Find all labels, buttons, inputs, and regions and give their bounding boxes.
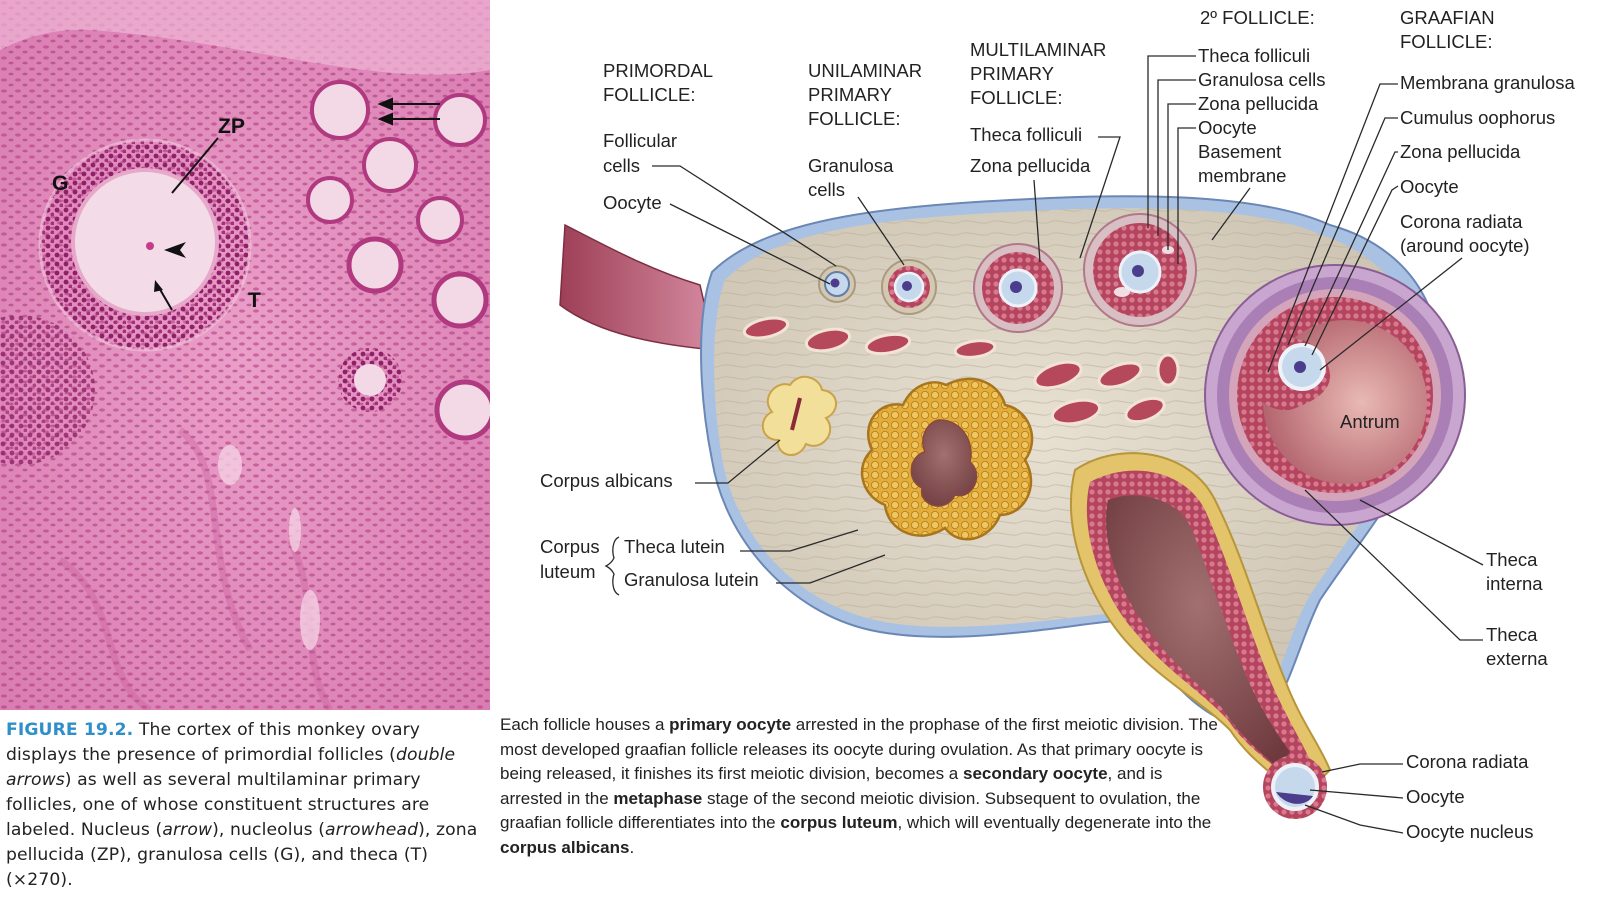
svg-text:Theca: Theca <box>1486 624 1538 645</box>
desc-text-2: arrested in the prophase of the first me… <box>500 715 1218 784</box>
svg-text:FOLLICLE:: FOLLICLE: <box>808 108 901 129</box>
figure-number: FIGURE 19.2. <box>6 720 134 740</box>
corpus-luteum <box>860 377 1034 541</box>
follicle-headings: PRIMORDAL FOLLICLE: UNILAMINAR PRIMARY F… <box>603 7 1495 129</box>
svg-text:2º FOLLICLE:: 2º FOLLICLE: <box>1200 7 1315 28</box>
nucleolus <box>146 242 154 250</box>
ovulating-follicle <box>1070 452 1332 819</box>
svg-text:Oocyte: Oocyte <box>1406 786 1465 807</box>
primordial-follicle <box>818 265 856 303</box>
unilaminar-follicle <box>881 259 937 315</box>
secondary-follicle <box>1083 213 1197 327</box>
svg-text:Zona pellucida: Zona pellucida <box>1198 93 1319 114</box>
caption-text-1: The cortex of this monkey ovary displays… <box>6 720 421 765</box>
multilaminar-follicle <box>973 243 1063 333</box>
svg-text:Granulosa cells: Granulosa cells <box>1198 69 1326 90</box>
theca-label: T <box>248 289 261 312</box>
desc-text-4: stage of the second meiotic division. Su… <box>500 788 1201 833</box>
svg-text:FOLLICLE:: FOLLICLE: <box>970 87 1063 108</box>
secondary-labels: Theca folliculi Granulosa cells Zona pel… <box>1147 45 1326 264</box>
double-arrows <box>377 97 440 126</box>
svg-text:PRIMARY: PRIMARY <box>808 84 892 105</box>
svg-text:Follicular: Follicular <box>603 130 677 151</box>
svg-text:Corpus: Corpus <box>540 536 600 557</box>
desc-text-1: Each follicle houses a <box>500 715 670 734</box>
svg-text:interna: interna <box>1486 573 1543 594</box>
svg-text:GRAAFIAN: GRAAFIAN <box>1400 7 1495 28</box>
desc-text-3: , and is arrested in the <box>500 764 1163 808</box>
antrum-label: Antrum <box>1340 411 1400 432</box>
figure-caption: FIGURE 19.2. The cortex of this monkey o… <box>6 718 480 893</box>
caption-text-4: ), zona pellucida (ZP), granulosa cells … <box>6 820 478 890</box>
desc-bold-2: secondary oocyte <box>962 764 1108 784</box>
unilaminar-labels: Granulosa cells <box>808 155 905 266</box>
desc-bold-3: metaphase <box>613 788 703 808</box>
theca-labels: Theca interna Theca externa <box>1304 489 1548 669</box>
svg-text:Basement: Basement <box>1198 141 1281 162</box>
svg-text:Theca lutein: Theca lutein <box>624 536 725 557</box>
svg-text:Zona pellucida: Zona pellucida <box>1400 141 1521 162</box>
svg-text:Oocyte nucleus: Oocyte nucleus <box>1406 821 1534 842</box>
graafian-labels: Membrana granulosa Cumulus oophorus Zona… <box>1267 72 1576 432</box>
zona-pellucida-label: ZP <box>218 115 245 138</box>
desc-bold-4: corpus luteum <box>780 813 898 833</box>
svg-text:PRIMORDAL: PRIMORDAL <box>603 60 713 81</box>
corpus-albicans <box>762 375 837 456</box>
primordial-follicles <box>306 80 490 441</box>
multilaminar-follicle <box>38 138 252 352</box>
svg-text:Zona pellucida: Zona pellucida <box>970 155 1091 176</box>
svg-text:UNILAMINAR: UNILAMINAR <box>808 60 922 81</box>
caption-text-2: ) as well as several multilaminar primar… <box>6 770 430 840</box>
blood-vessels <box>742 316 1180 426</box>
svg-text:Cumulus oophorus: Cumulus oophorus <box>1400 107 1555 128</box>
nucleus-arrow <box>154 280 173 311</box>
diagram-description: Each follicle houses a primary oocyte ar… <box>500 713 1220 861</box>
desc-text-5: , which will eventually degenerate into … <box>897 813 1212 833</box>
primordial-labels: Follicular cells Oocyte <box>603 130 837 285</box>
svg-text:Theca: Theca <box>1486 549 1538 570</box>
svg-text:Membrana granulosa: Membrana granulosa <box>1400 72 1576 93</box>
svg-text:PRIMARY: PRIMARY <box>970 63 1054 84</box>
ovulation-labels: Corona radiata Oocyte Oocyte nucleus <box>1304 751 1534 842</box>
graafian-follicle <box>1204 264 1466 526</box>
mesovarium <box>559 223 716 351</box>
caption-text-3: ), nucleolus ( <box>212 820 326 840</box>
svg-text:Oocyte: Oocyte <box>1198 117 1257 138</box>
nucleolus-arrowhead <box>164 242 186 258</box>
caption-emph-3: arrowhead <box>325 820 419 840</box>
caption-emph-2: arrow <box>162 820 213 840</box>
svg-text:cells: cells <box>603 155 640 176</box>
svg-text:externa: externa <box>1486 648 1548 669</box>
svg-text:(around oocyte): (around oocyte) <box>1400 235 1530 256</box>
desc-bold-1: primary oocyte <box>669 715 792 734</box>
svg-text:MULTILAMINAR: MULTILAMINAR <box>970 39 1106 60</box>
svg-text:cells: cells <box>808 179 845 200</box>
caption-emph-1: double arrows <box>6 745 456 790</box>
svg-text:Theca folliculi: Theca folliculi <box>1198 45 1310 66</box>
desc-bold-5: corpus albicans <box>500 837 630 857</box>
svg-text:membrane: membrane <box>1198 165 1286 186</box>
svg-text:Oocyte: Oocyte <box>1400 176 1459 197</box>
multilaminar-labels: Theca folliculi Zona pellucida <box>970 124 1121 263</box>
ovary-micrograph: ZP G T <box>0 0 490 710</box>
desc-text-6: . <box>629 837 635 857</box>
svg-text:FOLLICLE:: FOLLICLE: <box>1400 31 1493 52</box>
svg-text:Corona radiata: Corona radiata <box>1406 751 1529 772</box>
svg-text:Corona radiata: Corona radiata <box>1400 211 1523 232</box>
svg-text:FOLLICLE:: FOLLICLE: <box>603 84 696 105</box>
svg-text:Granulosa lutein: Granulosa lutein <box>624 569 759 590</box>
corpus-labels: Corpus albicans Corpus luteum Theca lute… <box>540 439 886 596</box>
svg-text:luteum: luteum <box>540 561 596 582</box>
svg-text:Corpus albicans: Corpus albicans <box>540 470 673 491</box>
svg-text:Granulosa: Granulosa <box>808 155 894 176</box>
svg-text:Theca folliculi: Theca folliculi <box>970 124 1082 145</box>
svg-text:Oocyte: Oocyte <box>603 192 662 213</box>
granulosa-label: G <box>52 172 68 195</box>
